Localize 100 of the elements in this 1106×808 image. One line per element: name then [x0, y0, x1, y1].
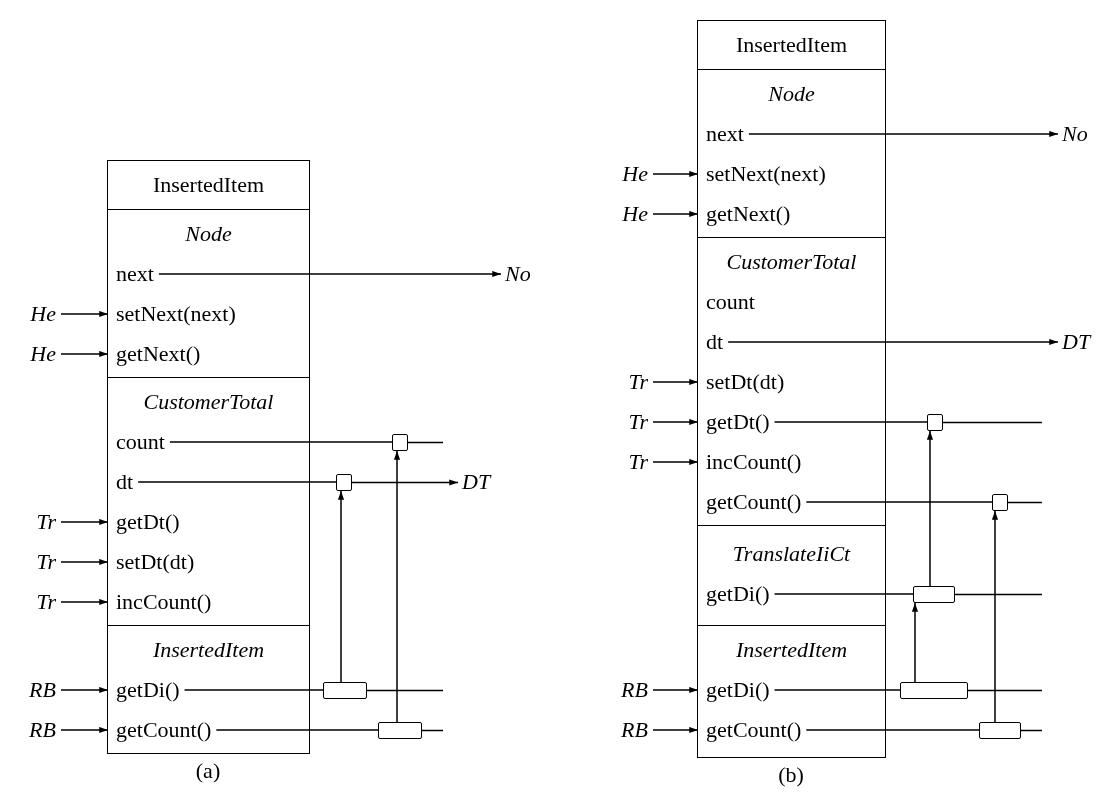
port-label: Tr: [628, 368, 648, 396]
port-label: RB: [621, 716, 648, 744]
compartment-heading: InsertedItem: [735, 636, 848, 664]
connector-line: [407, 441, 444, 444]
adapter-box: [979, 722, 1021, 739]
class-compartment: [107, 626, 310, 754]
compartment-heading: TranslateIiCt: [732, 540, 851, 568]
port-label: RB: [29, 676, 56, 704]
port-label: Tr: [36, 508, 56, 536]
member-label: setNext(next): [698, 154, 826, 194]
member-label: dt: [698, 322, 724, 362]
member-label: getCount(): [108, 710, 212, 750]
member-label: getDi(): [108, 670, 180, 710]
connector-line: [967, 689, 1043, 692]
arrow: [652, 418, 699, 426]
arrow: [911, 602, 919, 683]
member-label: setDt(dt): [108, 542, 195, 582]
port-label: Tr: [36, 588, 56, 616]
connector-line: [366, 689, 444, 692]
adapter-box: [323, 682, 367, 699]
arrow: [748, 130, 1059, 138]
member-label: getDi(): [698, 670, 770, 710]
connector-line: [805, 729, 980, 731]
junction-square: [392, 434, 408, 451]
port-label: He: [622, 200, 648, 228]
class-compartment: [697, 526, 886, 626]
port-label: He: [30, 340, 56, 368]
port-label: RB: [29, 716, 56, 744]
class-compartment: [107, 378, 310, 626]
adapter-box: [913, 586, 955, 603]
member-label: getDt(): [698, 402, 770, 442]
connector-line: [169, 441, 393, 443]
port-label: He: [30, 300, 56, 328]
arrow: [652, 726, 699, 734]
member-label: next: [108, 254, 154, 294]
class-compartment: [697, 238, 886, 526]
member-label: getNext(): [698, 194, 791, 234]
connector-line: [1020, 729, 1043, 732]
member-label: count: [108, 422, 165, 462]
junction-square: [927, 414, 943, 431]
arrow: [60, 350, 109, 358]
arrow: [652, 686, 699, 694]
connector-line: [1007, 501, 1043, 504]
junction-square: [992, 494, 1008, 511]
connector-line: [805, 501, 993, 503]
arrow: [926, 430, 934, 587]
class-compartment: [697, 70, 886, 238]
junction-square: [336, 474, 352, 491]
arrow: [60, 558, 109, 566]
compartment-heading: InsertedItem: [152, 636, 265, 664]
connector-line: [215, 729, 379, 731]
port-label: DT: [462, 468, 491, 496]
class-compartment: [697, 626, 886, 758]
member-label: incCount(): [108, 582, 212, 622]
arrow: [652, 210, 699, 218]
arrow: [60, 726, 109, 734]
member-label: incCount(): [698, 442, 802, 482]
connector-line: [773, 421, 928, 423]
member-label: next: [698, 114, 744, 154]
connector-line: [773, 593, 914, 595]
member-label: count: [698, 282, 755, 322]
member-label: getCount(): [698, 710, 802, 750]
class-compartment: [107, 210, 310, 378]
member-label: getDt(): [108, 502, 180, 542]
port-label: RB: [621, 676, 648, 704]
port-label: DT: [1062, 328, 1091, 356]
arrow: [60, 310, 109, 318]
member-label: getNext(): [108, 334, 201, 374]
connector-line: [954, 593, 1043, 596]
compartment-heading: Node: [185, 220, 232, 248]
member-label: getCount(): [698, 482, 802, 522]
compartment-heading: CustomerTotal: [143, 388, 274, 416]
port-label: Tr: [628, 408, 648, 436]
compartment-heading: Node: [768, 80, 815, 108]
arrow: [60, 686, 109, 694]
panel-caption: (b): [778, 762, 804, 788]
arrow: [60, 598, 109, 606]
arrow: [351, 479, 459, 486]
arrow: [337, 490, 345, 683]
port-label: No: [505, 260, 531, 288]
adapter-box: [900, 682, 968, 699]
connector-line: [942, 421, 1043, 424]
port-label: No: [1062, 120, 1088, 148]
connector-line: [183, 689, 324, 691]
connector-line: [421, 729, 444, 732]
arrow: [991, 510, 999, 723]
arrow: [60, 518, 109, 526]
class-header: InsertedItem: [697, 20, 886, 70]
arrow: [158, 270, 502, 278]
member-label: dt: [108, 462, 134, 502]
member-label: getDi(): [698, 574, 770, 614]
arrow: [652, 378, 699, 386]
member-label: setNext(next): [108, 294, 236, 334]
port-label: Tr: [36, 548, 56, 576]
arrow: [652, 458, 699, 466]
panel-caption: (a): [195, 758, 221, 784]
member-label: setDt(dt): [698, 362, 785, 402]
port-label: He: [622, 160, 648, 188]
compartment-heading: CustomerTotal: [726, 248, 857, 276]
class-header: InsertedItem: [107, 160, 310, 210]
